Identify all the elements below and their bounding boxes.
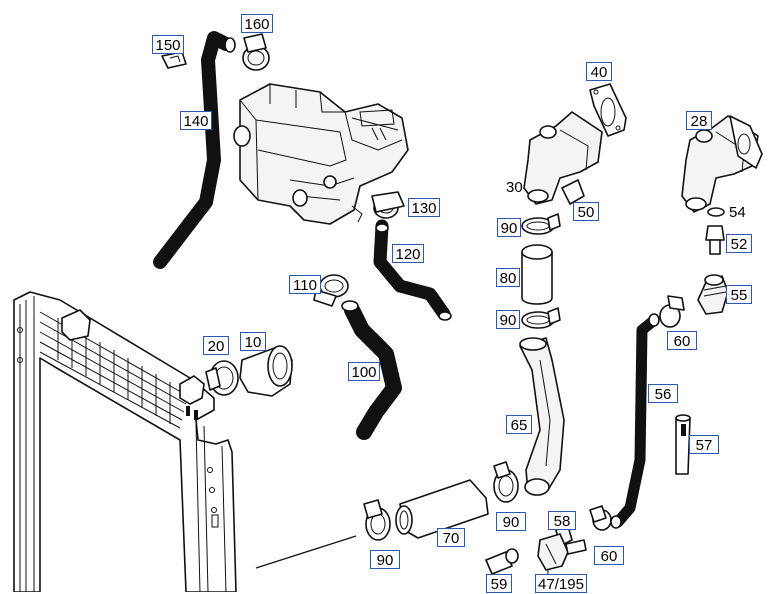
callout-90-lower-right: 90 [496, 512, 526, 531]
callout-30: 30 [506, 179, 523, 196]
callout-60-upper: 60 [667, 331, 697, 350]
clamp-90-lower-right [493, 461, 519, 503]
callout-54: 54 [729, 204, 746, 221]
hose-100 [341, 300, 402, 440]
clamp-90-middle [521, 307, 561, 329]
clamp-90-lower-left [363, 499, 391, 541]
callout-70: 70 [437, 528, 465, 547]
sensor-52 [705, 225, 725, 255]
hose-120 [373, 219, 452, 321]
callout-10: 10 [240, 332, 266, 351]
leader-line [255, 535, 357, 569]
callout-60-lower: 60 [594, 546, 624, 565]
callout-59: 59 [486, 574, 512, 593]
clamp-90-upper [521, 213, 561, 235]
callout-56: 56 [648, 384, 678, 403]
hose-80 [521, 244, 553, 305]
callout-58: 58 [548, 511, 576, 530]
callout-40: 40 [586, 62, 612, 81]
callout-57: 57 [689, 435, 719, 454]
callout-80: 80 [496, 268, 520, 287]
pin-59 [485, 548, 519, 575]
callout-65: 65 [506, 415, 532, 434]
radiator [13, 291, 237, 592]
clamp-160 [242, 33, 270, 71]
tube-57 [675, 414, 691, 475]
elbow-fitting-55 [697, 274, 729, 315]
callout-90-middle: 90 [496, 310, 520, 329]
callout-47-195: 47/195 [535, 574, 587, 593]
callout-28: 28 [686, 111, 712, 130]
callout-150: 150 [152, 35, 184, 54]
callout-110: 110 [289, 275, 321, 294]
callout-52: 52 [726, 234, 752, 253]
coolant-pipe-65 [519, 337, 565, 496]
hose-elbow-10 [239, 345, 293, 397]
expansion-tank [233, 83, 409, 225]
thermostat-housing-28 [681, 115, 763, 213]
clamp-60-lower [589, 505, 612, 531]
gasket-40 [589, 83, 627, 137]
callout-160: 160 [241, 14, 273, 33]
callout-130: 130 [408, 198, 440, 217]
hose-70 [395, 479, 489, 539]
seal-54 [707, 207, 725, 217]
callout-20: 20 [203, 336, 229, 355]
callout-50: 50 [573, 202, 599, 221]
callout-140: 140 [180, 111, 212, 130]
clamp-60-upper [659, 295, 685, 328]
clamp-20 [205, 360, 239, 396]
clamp-130 [371, 191, 405, 219]
clamp-110 [313, 274, 349, 307]
callout-90-upper: 90 [497, 218, 521, 237]
hose-56 [610, 313, 660, 529]
callout-100: 100 [348, 362, 380, 381]
hose-140 [153, 31, 236, 269]
callout-55: 55 [726, 285, 752, 304]
fitting-47-195 [537, 533, 587, 580]
callout-120: 120 [392, 244, 424, 263]
callout-90-lower-left: 90 [370, 550, 400, 569]
thermostat-housing-30 [523, 111, 603, 205]
